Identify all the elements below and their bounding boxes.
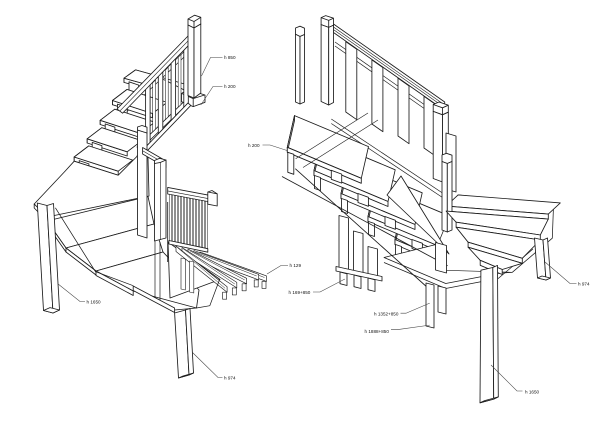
svg-text:h 200: h 200 (248, 143, 260, 148)
svg-text:h 1888+850: h 1888+850 (365, 329, 390, 334)
svg-text:h 1650: h 1650 (525, 390, 539, 395)
svg-text:h 974: h 974 (578, 282, 590, 287)
svg-text:h 974: h 974 (224, 376, 236, 381)
svg-text:h 129: h 129 (290, 263, 302, 268)
svg-text:h 200: h 200 (224, 84, 236, 89)
svg-text:h 1650: h 1650 (87, 300, 101, 305)
svg-text:h 169+850: h 169+850 (289, 290, 311, 295)
svg-text:h 850: h 850 (224, 55, 236, 60)
svg-text:h 1352+850: h 1352+850 (374, 312, 399, 317)
